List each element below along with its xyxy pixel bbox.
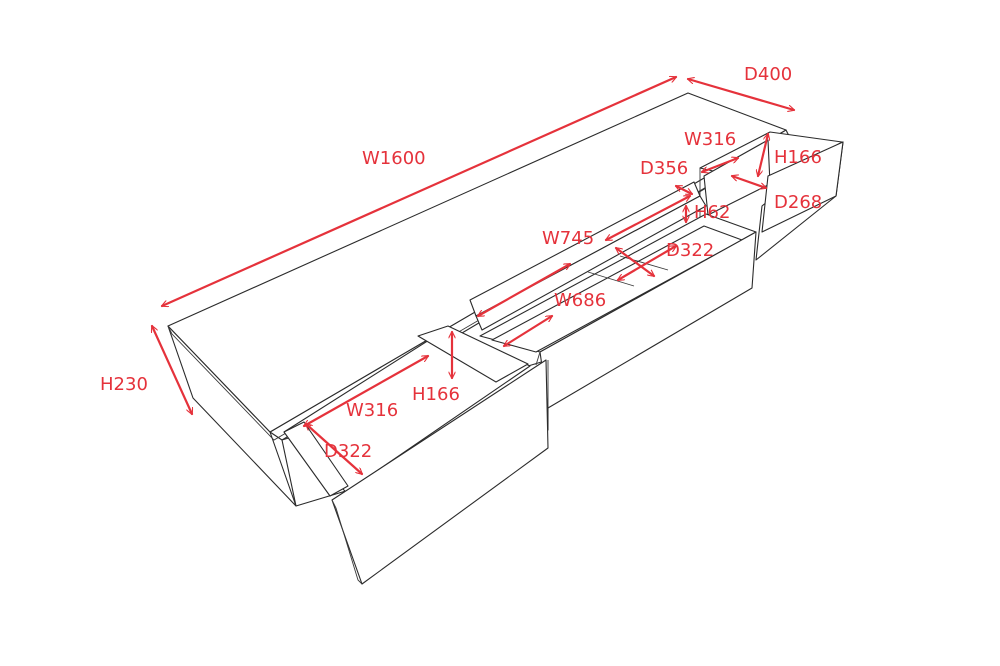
arrow-right-drawer-height <box>758 134 768 176</box>
arrow-left-drawer-width <box>304 354 428 428</box>
left-drawer-right-wall <box>417 325 529 383</box>
center-drawer-handle-gap <box>535 351 541 366</box>
label-overall-width: W1600 <box>362 148 426 169</box>
arrow-left-drawer-depth <box>306 424 362 474</box>
arrow-right-drawer-depth <box>732 176 766 188</box>
label-center-drawer-depth: D322 <box>666 240 714 261</box>
dimension-labels: W1600 D400 H230 W316 H166 D268 D356 H62 … <box>100 64 822 462</box>
arrow-center-depth <box>676 184 692 196</box>
arrow-center-drawer-width-right <box>618 244 676 282</box>
left-drawer-front-thickness <box>331 499 363 585</box>
label-center-depth: D356 <box>640 158 688 179</box>
label-center-open-width: W745 <box>542 228 594 249</box>
arrow-center-open-width-right <box>606 194 690 242</box>
label-left-drawer-height: H166 <box>412 384 460 405</box>
arrow-center-open-width-left <box>478 262 570 318</box>
arrow-overall-width <box>162 77 676 306</box>
label-left-drawer-width: W316 <box>346 400 398 421</box>
dimension-lines <box>152 77 794 474</box>
left-drawer-front <box>331 359 549 585</box>
label-center-drawer-width: W686 <box>554 290 606 311</box>
label-overall-depth: D400 <box>744 64 792 85</box>
label-right-drawer-depth: D268 <box>774 192 822 213</box>
arrow-right-drawer-width <box>702 158 738 172</box>
label-right-drawer-width: W316 <box>684 129 736 150</box>
arrow-center-drawer-width-left <box>504 314 552 348</box>
right-drawer-front <box>761 141 844 233</box>
arrow-overall-height <box>152 326 192 414</box>
label-overall-height: H230 <box>100 374 148 395</box>
arrow-overall-depth <box>688 79 794 110</box>
label-center-gap-height: H62 <box>694 202 730 223</box>
label-right-drawer-height: H166 <box>774 147 822 168</box>
label-left-drawer-depth: D322 <box>324 441 372 462</box>
